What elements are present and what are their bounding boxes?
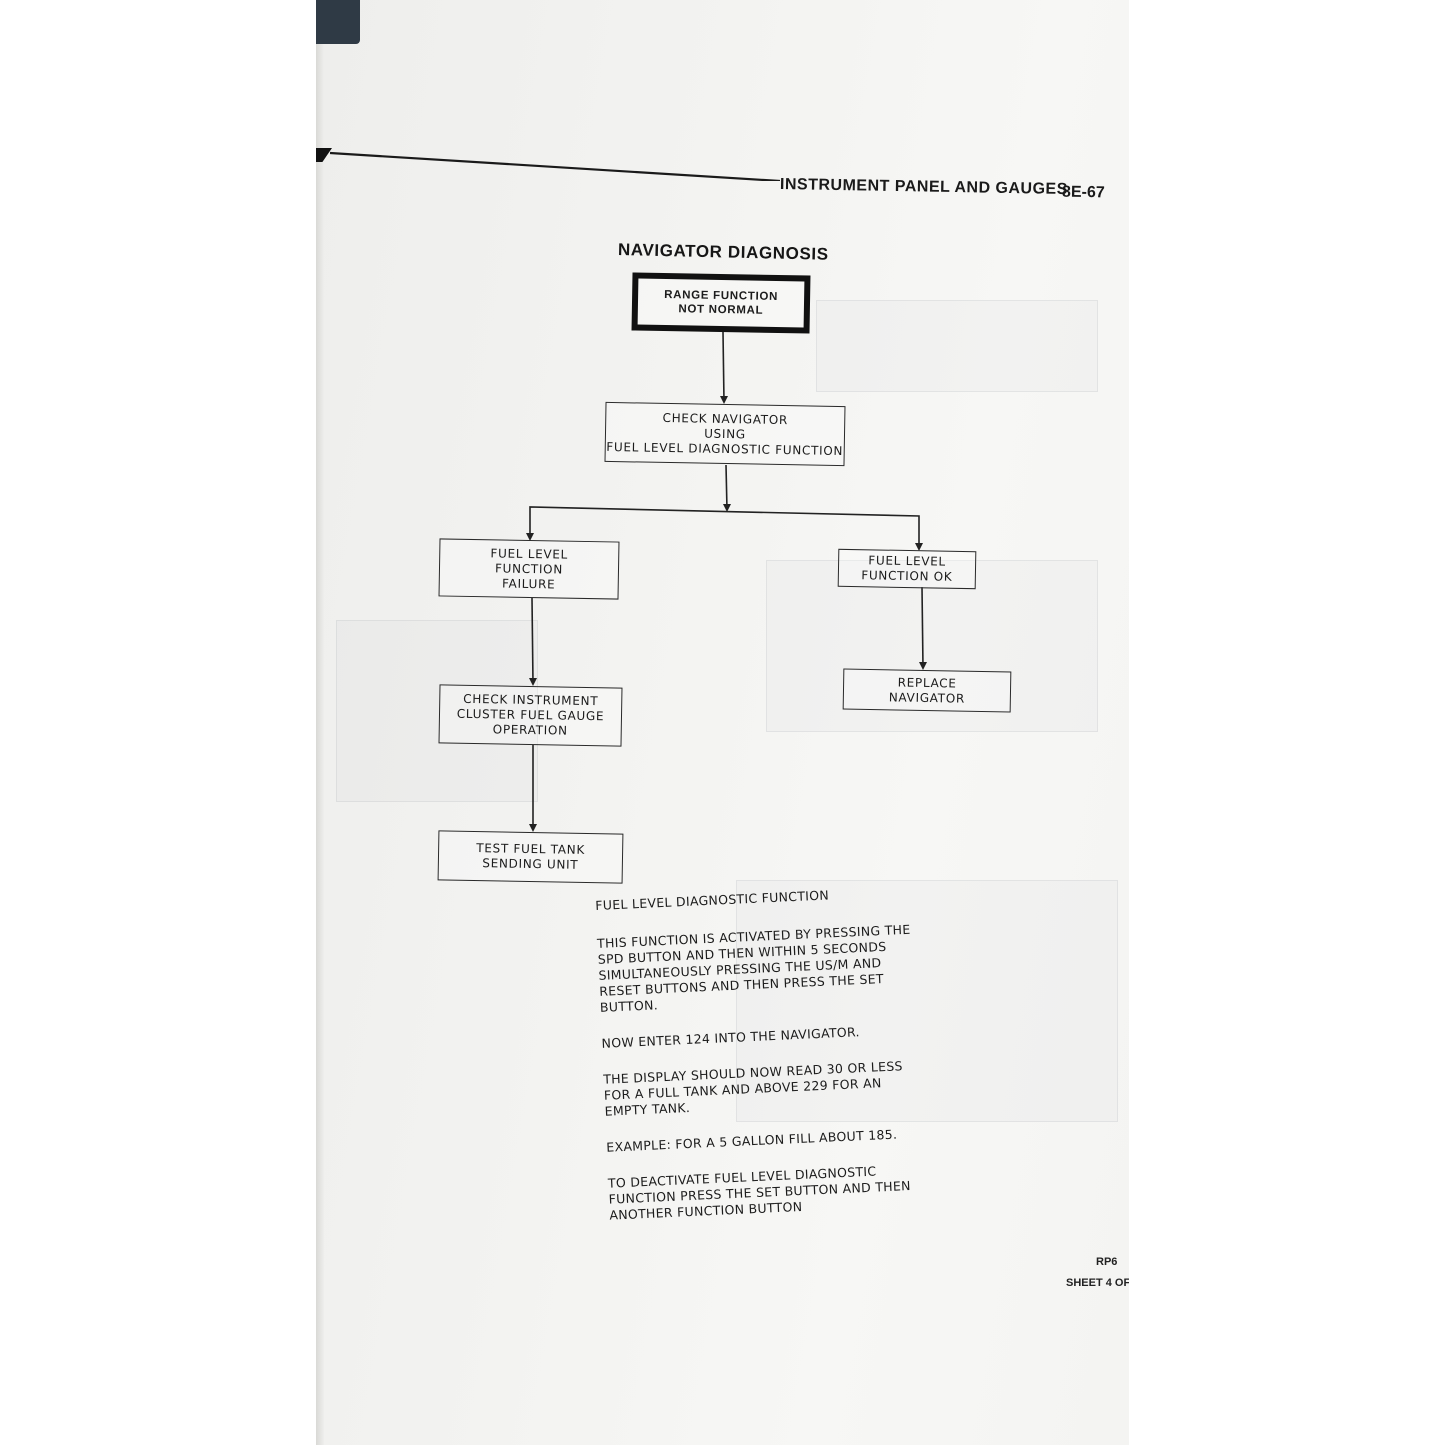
bleed-through-figure (816, 300, 1098, 392)
connector-start-to-check (722, 331, 725, 403)
flow-box-test-fuel-tank: TEST FUEL TANK SENDING UNIT (437, 830, 624, 884)
flow-box-fuel-level-failure: FUEL LEVEL FUNCTION FAILURE (438, 538, 620, 600)
page-number: 8E-67 (1061, 183, 1105, 202)
flow-box-replace-navigator: REPLACE NAVIGATOR (842, 668, 1012, 713)
footer-sheet: SHEET 4 OF (1066, 1277, 1129, 1289)
notes-paragraph-enter: NOW ENTER 124 INTO THE NAVIGATOR. (601, 1024, 861, 1051)
notes-paragraph-activate: THIS FUNCTION IS ACTIVATED BY PRESSING T… (596, 921, 911, 1015)
flow-box-check-navigator: CHECK NAVIGATOR USING FUEL LEVEL DIAGNOS… (604, 401, 846, 467)
flow-box-check-cluster: CHECK INSTRUMENT CLUSTER FUEL GAUGE OPER… (438, 684, 623, 747)
header-rule-line (330, 151, 780, 181)
arrowhead (723, 504, 731, 512)
manual-page: INSTRUMENT PANEL AND GAUGES 8E-67 NAVIGA… (316, 0, 1129, 1445)
flow-box-start: RANGE FUNCTION NOT NORMAL (631, 272, 811, 334)
notes-paragraph-example: EXAMPLE: FOR A 5 GALLON FILL ABOUT 185. (605, 1126, 898, 1155)
bleed-through-figure (336, 620, 538, 802)
flow-box-fuel-level-ok: FUEL LEVEL FUNCTION OK (837, 548, 977, 590)
notes-paragraph-deactivate: TO DEACTIVATE FUEL LEVEL DIAGNOSTIC FUNC… (607, 1163, 912, 1223)
binder-tab (316, 0, 360, 44)
bleed-through-figure (766, 560, 1098, 732)
diagram-title: NAVIGATOR DIAGNOSIS (617, 240, 829, 264)
page-binding-edge (316, 0, 324, 1445)
diagnostic-notes: FUEL LEVEL DIAGNOSTIC FUNCTION THIS FUNC… (595, 883, 930, 1243)
arrowhead (720, 396, 728, 404)
connector-check-to-split (725, 464, 728, 511)
section-title: INSTRUMENT PANEL AND GAUGES (779, 176, 1069, 199)
arrowhead (529, 824, 537, 832)
footer-code: RP6 (1096, 1256, 1118, 1268)
bleed-through-figure (736, 880, 1118, 1122)
notes-paragraph-display: THE DISPLAY SHOULD NOW READ 30 OR LESS F… (602, 1058, 904, 1119)
